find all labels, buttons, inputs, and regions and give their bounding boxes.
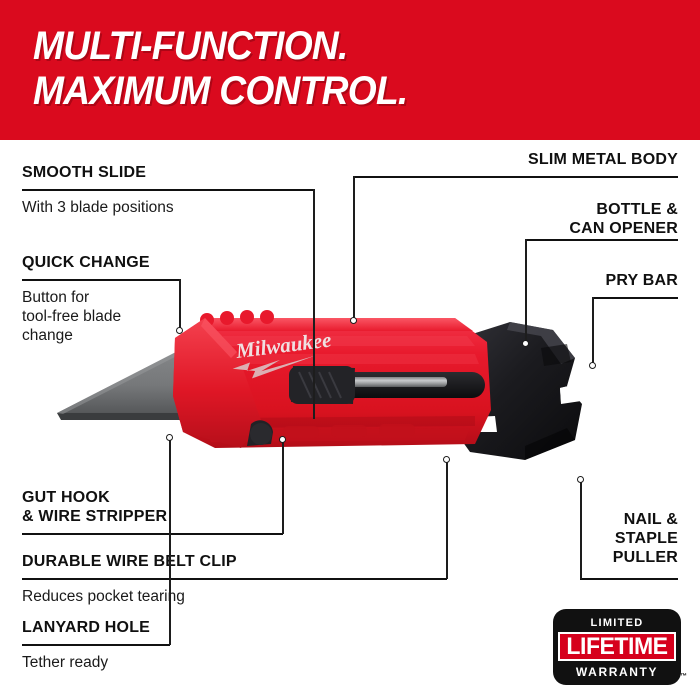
leader-dot-bottle-can-opener bbox=[522, 340, 529, 347]
leader-dot-gut-hook bbox=[279, 436, 286, 443]
knife-body bbox=[173, 310, 491, 448]
warranty-lifetime-text: LIFETIME bbox=[566, 633, 668, 660]
callout-slim-metal-body-rule bbox=[354, 176, 678, 178]
leader-nail-staple-puller bbox=[580, 482, 582, 579]
leader-slim-metal-body bbox=[353, 176, 355, 319]
callout-smooth-slide-rule bbox=[22, 189, 314, 191]
product-image-utility-knife: Milwaukee bbox=[55, 300, 615, 500]
callout-lanyard-hole-subtitle: Tether ready bbox=[22, 654, 109, 671]
callout-bottle-can-opener-title: BOTTLE & CAN OPENER bbox=[569, 201, 678, 237]
callout-gut-hook-rule bbox=[22, 533, 283, 535]
leader-dot-pry-bar bbox=[589, 362, 596, 369]
warranty-red-band bbox=[558, 632, 676, 661]
callout-belt-clip: DURABLE WIRE BELT CLIP bbox=[22, 552, 322, 571]
callout-quick-change-sub-wrap: Button for tool-free blade change bbox=[22, 285, 182, 345]
warranty-trademark-symbol: ™ bbox=[680, 673, 687, 680]
callout-quick-change: QUICK CHANGE bbox=[22, 253, 282, 272]
callout-gut-hook: GUT HOOK & WIRE STRIPPER bbox=[22, 488, 302, 526]
leader-bottle-can-opener bbox=[525, 239, 527, 342]
leader-smooth-slide bbox=[313, 189, 315, 419]
leader-quick-change bbox=[179, 279, 181, 329]
callout-bottle-can-opener-rule bbox=[525, 239, 678, 241]
callout-nail-staple-puller: NAIL & STAPLE PULLER bbox=[418, 510, 678, 567]
callout-lanyard-hole: LANYARD HOLE bbox=[22, 618, 282, 637]
leader-dot-lanyard-hole bbox=[166, 434, 173, 441]
warranty-warranty-text: WARRANTY bbox=[575, 665, 659, 679]
callout-belt-clip-subtitle: Reduces pocket tearing bbox=[22, 588, 185, 605]
callout-pry-bar-title: PRY BAR bbox=[605, 272, 678, 289]
callout-quick-change-title: QUICK CHANGE bbox=[22, 254, 150, 271]
callout-lanyard-hole-rule bbox=[22, 644, 170, 646]
leader-belt-clip bbox=[446, 462, 448, 579]
leader-dot-quick-change bbox=[176, 327, 183, 334]
callout-pry-bar-rule bbox=[592, 297, 678, 299]
leader-gut-hook bbox=[282, 442, 284, 534]
callout-quick-change-subtitle: Button for tool-free blade change bbox=[22, 289, 122, 344]
leader-dot-belt-clip bbox=[443, 456, 450, 463]
header-banner: MULTI-FUNCTION. MAXIMUM CONTROL. bbox=[0, 0, 700, 140]
leader-dot-slim-metal-body bbox=[350, 317, 357, 324]
slide-mechanism bbox=[289, 366, 485, 404]
callout-lanyard-hole-title: LANYARD HOLE bbox=[22, 619, 151, 636]
warranty-limited-text: LIMITED bbox=[590, 617, 644, 629]
callout-nail-staple-puller-title: NAIL & STAPLE PULLER bbox=[612, 511, 678, 566]
callout-quick-change-rule bbox=[22, 279, 180, 281]
callout-smooth-slide-subtitle: With 3 blade positions bbox=[22, 199, 174, 216]
callout-smooth-slide: SMOOTH SLIDE bbox=[22, 163, 282, 182]
banner-title: MULTI-FUNCTION. MAXIMUM CONTROL. bbox=[33, 24, 408, 113]
callout-belt-clip-sub-wrap: Reduces pocket tearing bbox=[22, 584, 322, 606]
callout-pry-bar: PRY BAR bbox=[418, 271, 678, 290]
callout-belt-clip-rule bbox=[22, 578, 447, 580]
leader-lanyard-hole bbox=[169, 440, 171, 645]
callout-smooth-slide-title: SMOOTH SLIDE bbox=[22, 164, 147, 181]
leader-pry-bar bbox=[592, 297, 594, 364]
callout-smooth-slide-sub-wrap: With 3 blade positions bbox=[22, 195, 282, 217]
callout-bottle-can-opener: BOTTLE & CAN OPENER bbox=[418, 200, 678, 238]
callout-nail-staple-puller-rule bbox=[580, 578, 678, 580]
leader-dot-nail-staple-puller bbox=[577, 476, 584, 483]
callout-slim-metal-body: SLIM METAL BODY bbox=[418, 150, 678, 169]
callout-lanyard-hole-sub-wrap: Tether ready bbox=[22, 650, 282, 672]
callout-gut-hook-title: GUT HOOK & WIRE STRIPPER bbox=[22, 489, 168, 525]
limited-lifetime-warranty-badge: LIMITED LIFETIME WARRANTY ™ bbox=[553, 609, 687, 685]
callout-slim-metal-body-title: SLIM METAL BODY bbox=[528, 151, 678, 168]
callout-belt-clip-title: DURABLE WIRE BELT CLIP bbox=[22, 553, 237, 570]
